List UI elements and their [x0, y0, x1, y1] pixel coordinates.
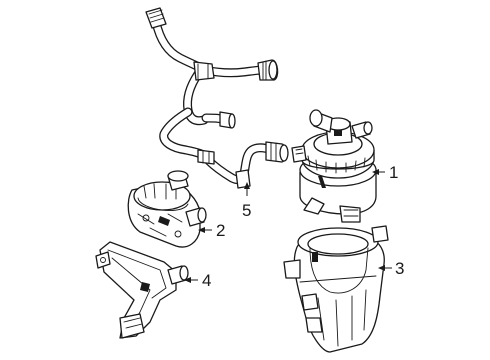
callout-5-label: 5 — [242, 201, 251, 220]
pump-bracket-cover — [95, 241, 189, 339]
hose-connector-top — [145, 7, 167, 29]
pump-mounting-bracket — [283, 225, 389, 353]
callout-2: 2 — [198, 221, 225, 240]
coolant-hose-assembly — [145, 7, 289, 189]
callout-1: 1 — [372, 163, 398, 182]
coolant-pump-auxiliary — [127, 170, 207, 248]
hose-junction — [193, 61, 215, 81]
callout-3-label: 3 — [395, 259, 404, 278]
hose-fitting-lower — [197, 149, 215, 165]
callout-2-label: 2 — [216, 221, 225, 240]
callout-4-label: 4 — [202, 271, 211, 290]
callout-1-label: 1 — [389, 163, 398, 182]
callout-5: 5 — [242, 182, 251, 220]
coolant-pump-main — [291, 109, 377, 223]
hose-connector-mid — [219, 111, 236, 129]
hose-connector-right — [257, 59, 279, 81]
callout-3: 3 — [378, 259, 404, 278]
hose-connector-lower-right — [265, 141, 289, 163]
callout-4: 4 — [184, 271, 211, 290]
